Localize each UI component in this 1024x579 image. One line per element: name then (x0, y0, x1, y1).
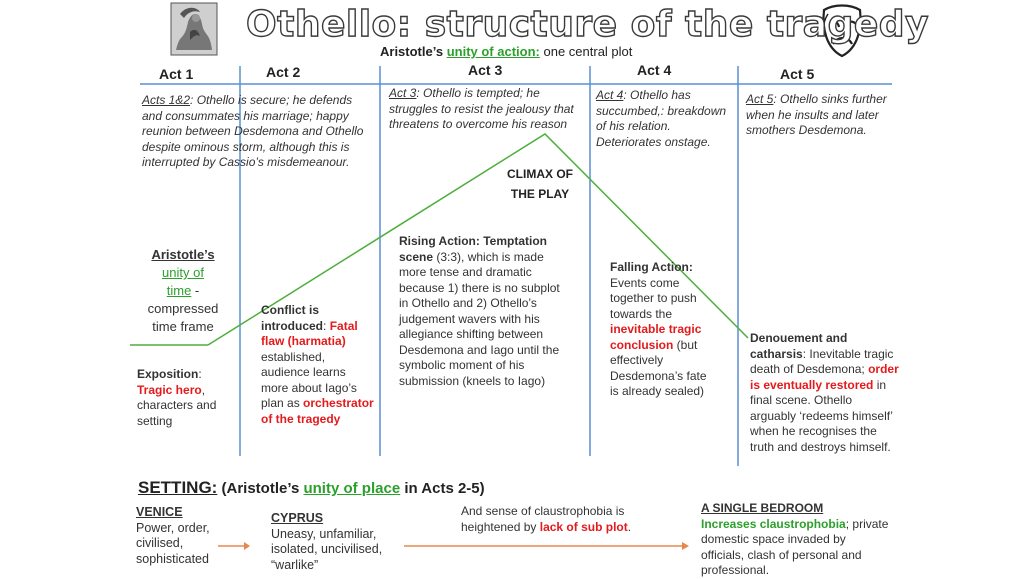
rising-action-note: Rising Action: Temptation scene (3:3), w… (399, 234, 569, 389)
climax-label: CLIMAX OF THE PLAY (500, 164, 580, 204)
unity-of-time-highlight-2: time (166, 283, 192, 298)
acts-1-2-description: Acts 1&2: Othello is secure; he defends … (142, 93, 364, 171)
setting-post: in Acts 2-5) (400, 480, 485, 497)
unity-of-time-highlight-1: unity of (162, 265, 204, 280)
act-5-text: : Othello sinks further when he insults … (746, 92, 887, 137)
falling-rest: (but effectively Desdemona’s fate is alr… (610, 337, 707, 399)
venice-text: Power, order, civilised, sophisticated (136, 520, 210, 566)
act-5-ref: Act 5 (746, 92, 774, 106)
bedroom-note: A SINGLE BEDROOM Increases claustrophobi… (701, 501, 891, 579)
acts-1-2-text: : Othello is secure; he defends and cons… (142, 93, 364, 169)
denouement-red: order is eventually restored (750, 362, 899, 392)
tragedy-illustration-icon (170, 2, 218, 56)
plot-arc (207, 133, 749, 346)
setting-highlight: unity of place (303, 480, 401, 497)
venice-note: VENICE Power, order, civilised, sophisti… (136, 505, 226, 567)
unity-of-time-line-1: Aristotle’s (151, 247, 215, 262)
theatre-mask-icon (822, 4, 862, 58)
subtitle-highlight: unity of action: (446, 44, 540, 59)
rising-heading: Rising Action: Temptation scene (399, 234, 547, 264)
conflict-note: Conflict is introduced: Fatal flaw (harm… (261, 303, 375, 427)
conflict-red-2: orchestrator of the tragedy (261, 396, 374, 426)
act-3-text: : Othello is tempted; he struggles to re… (389, 86, 574, 131)
bedroom-heading: A SINGLE BEDROOM (701, 501, 824, 515)
act-4-description: Act 4: Othello has succumbed,: breakdown… (596, 88, 736, 150)
unity-of-time-note: Aristotle’s unity of time - compressed t… (140, 246, 226, 336)
subtitle: Aristotle’s unity of action: one central… (380, 44, 632, 59)
act-4-ref: Act 4 (596, 88, 624, 102)
bedroom-rest: ; private domestic space invaded by offi… (701, 516, 889, 578)
exposition-colon: : (198, 367, 202, 381)
claustro-pre: And sense of claustrophobia is heightene… (461, 504, 625, 534)
denouement-pre: Inevitable tragic death of Desdemona; (750, 346, 894, 377)
setting-heading: SETTING: (Aristotle’s unity of place in … (138, 478, 485, 498)
act-label-2: Act 2 (266, 64, 301, 80)
setting-label: SETTING: (138, 478, 218, 497)
conflict-colon: : (323, 318, 327, 333)
act-label-1: Act 1 (159, 66, 194, 82)
denouement-heading: Denouement and catharsis (750, 331, 848, 361)
acts-1-2-ref: Acts 1&2 (142, 93, 191, 107)
falling-action-note: Falling Action: Events come together to … (610, 260, 716, 400)
exposition-rest: , characters and setting (137, 382, 217, 428)
page-title: Othello: structure of the tragedy (245, 3, 929, 45)
claustro-post: . (627, 519, 632, 534)
bedroom-green: Increases claustrophobia (701, 516, 846, 531)
arrow-right-icon (218, 542, 250, 550)
exposition-red: Tragic hero (137, 382, 202, 397)
denouement-rest: in final scene. Othello arguably ‘redeem… (750, 377, 893, 454)
falling-heading: Falling Action: (610, 260, 693, 274)
falling-pre: Events come together to push towards the (610, 275, 697, 321)
rising-rest: (3:3), which is made more tense and dram… (399, 249, 560, 388)
cyprus-note: CYPRUS Uneasy, unfamiliar, isolated, unc… (271, 511, 401, 573)
act-4-text: : Othello has succumbed,: breakdown of h… (596, 88, 727, 149)
unity-of-time-dash: - (191, 283, 200, 298)
denouement-note: Denouement and catharsis: Inevitable tra… (750, 331, 900, 455)
exposition-heading: Exposition (137, 367, 199, 381)
climax-line-1: CLIMAX OF (507, 167, 573, 181)
subtitle-prefix: Aristotle’s (380, 44, 447, 59)
claustrophobia-note: And sense of claustrophobia is heightene… (461, 504, 661, 535)
unity-of-time-line-4: compressed (147, 301, 219, 316)
cyprus-heading: CYPRUS (271, 511, 324, 525)
arrow-right-icon (404, 542, 689, 550)
conflict-heading: Conflict is introduced (261, 303, 323, 333)
venice-heading: VENICE (136, 505, 183, 519)
conflict-red-1: Fatal flaw (harmatia) (261, 318, 358, 349)
act-5-description: Act 5: Othello sinks further when he ins… (746, 92, 892, 139)
act-3-ref: Act 3 (389, 86, 417, 100)
act-3-description: Act 3: Othello is tempted; he struggles … (389, 86, 585, 133)
climax-line-2: THE PLAY (510, 187, 570, 201)
act-label-5: Act 5 (780, 66, 815, 82)
act-label-3: Act 3 (468, 62, 503, 78)
falling-red: inevitable tragic conclusion (610, 322, 702, 352)
exposition-note: Exposition: Tragic hero, characters and … (137, 367, 237, 429)
act-label-4: Act 4 (637, 62, 672, 78)
denouement-colon: : (802, 346, 807, 361)
subtitle-suffix: one central plot (539, 44, 633, 59)
setting-pre: (Aristotle’s (217, 480, 304, 497)
cyprus-text: Uneasy, unfamiliar, isolated, uncivilise… (271, 526, 383, 572)
conflict-mid: established, audience learns more about … (261, 349, 357, 411)
unity-of-time-line-5: time frame (152, 319, 214, 334)
claustro-red: lack of sub plot (539, 519, 628, 534)
